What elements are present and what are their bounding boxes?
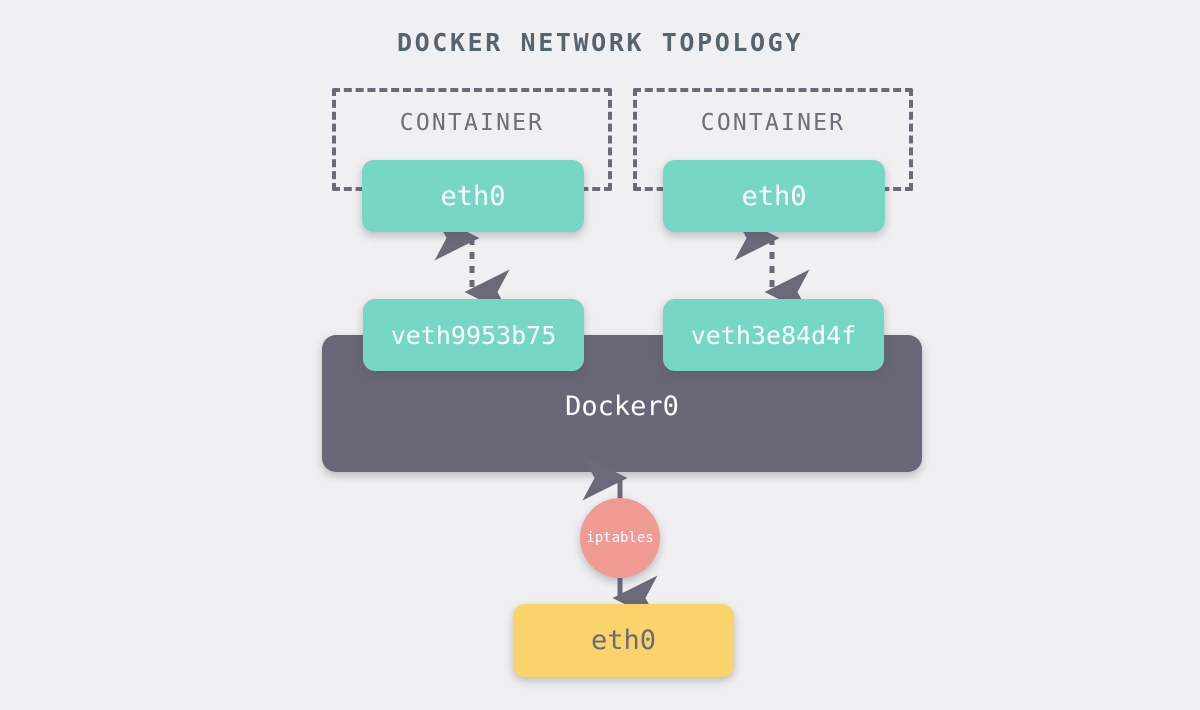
veth-node-1[interactable]: veth9953b75 [363,299,584,371]
page-title: DOCKER NETWORK TOPOLOGY [397,28,803,57]
host-eth0-label: eth0 [590,625,657,656]
veth-node-2-label: veth3e84d4f [690,320,857,350]
iptables-node-label: iptables [586,530,654,546]
host-eth0-node[interactable]: eth0 [513,604,734,677]
container-label-1: CONTAINER [399,110,545,136]
docker0-bridge-label: Docker0 [565,391,679,422]
veth-node-2[interactable]: veth3e84d4f [663,299,884,371]
container-2-eth0-label: eth0 [741,180,807,212]
container-1-eth0-label: eth0 [440,180,506,212]
container-2-eth0-node[interactable]: eth0 [663,160,885,232]
container-1-eth0-node[interactable]: eth0 [362,160,584,232]
container-label-2: CONTAINER [700,110,846,136]
veth-node-1-label: veth9953b75 [390,320,557,350]
iptables-node[interactable]: iptables [580,498,660,578]
